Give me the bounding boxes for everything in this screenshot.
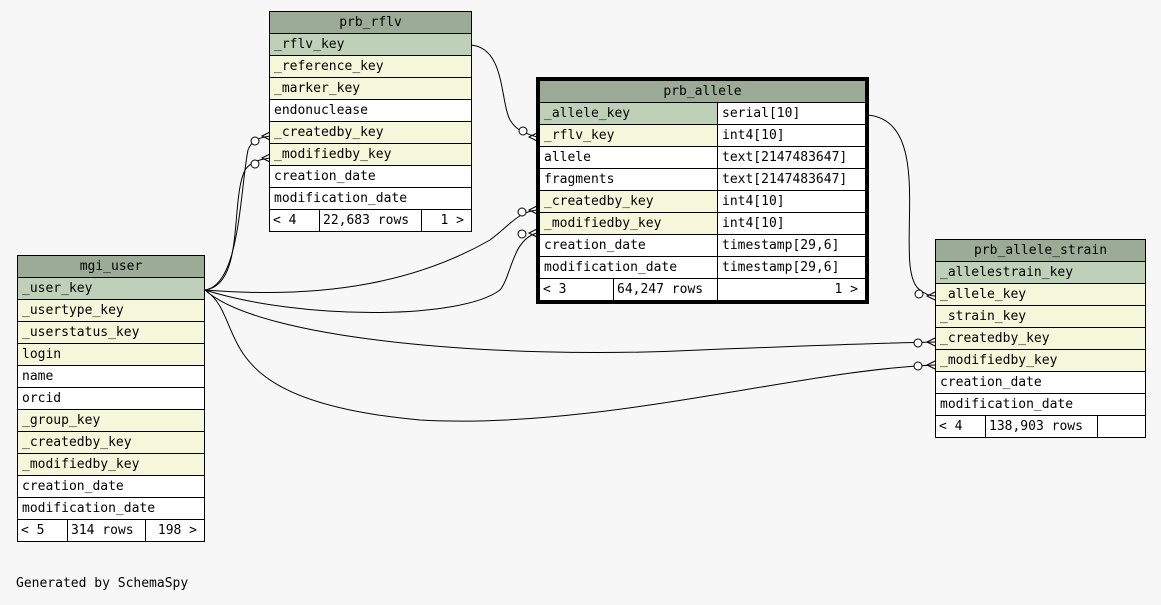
column-type: text[2147483647] xyxy=(716,168,867,191)
edge-endpoint-icon xyxy=(250,136,260,146)
crowfoot-icon xyxy=(527,205,538,215)
edge-endpoint-icon xyxy=(517,207,527,217)
children-count[interactable] xyxy=(1097,415,1146,438)
column-row[interactable]: modification_date xyxy=(268,187,473,210)
column-row[interactable]: _modifiedby_key xyxy=(268,143,473,166)
parents-count[interactable]: < 4 xyxy=(935,415,986,438)
edge-endpoint-icon xyxy=(913,338,923,348)
table-title[interactable]: prb_allele xyxy=(538,80,867,103)
column-row[interactable]: name xyxy=(16,365,206,388)
edge-endpoint-icon xyxy=(913,361,923,371)
column-row[interactable]: _reference_key xyxy=(268,55,473,78)
column-row[interactable]: creation_date xyxy=(16,475,206,498)
column-type: timestamp[29,6] xyxy=(716,256,867,279)
table-prb-rflv[interactable]: prb_rflv _rflv_key _reference_key _marke… xyxy=(268,11,473,232)
crowfoot-icon xyxy=(260,153,271,163)
edge-endpoint-icon xyxy=(250,159,260,169)
crowfoot-icon xyxy=(925,360,936,370)
column-row[interactable]: endonuclease xyxy=(268,99,473,122)
table-mgi-user[interactable]: mgi_user _user_key _usertype_key _userst… xyxy=(16,255,206,542)
column-type: timestamp[29,6] xyxy=(716,234,867,257)
column-row[interactable]: _allelestrain_key xyxy=(935,261,1146,284)
parents-count[interactable]: < 3 xyxy=(539,278,614,301)
edge-user-to-allele-createdby xyxy=(204,209,538,294)
edge-user-to-allele-modifiedby xyxy=(204,232,538,313)
parents-count[interactable]: < 4 xyxy=(269,209,320,232)
crowfoot-icon xyxy=(527,228,538,238)
column-row[interactable]: modification_date xyxy=(935,393,1146,416)
column-row[interactable]: _marker_key xyxy=(268,77,473,100)
column-type: int4[10] xyxy=(716,124,867,147)
column-row[interactable]: creation_date xyxy=(539,234,718,257)
edge-rflv-to-allele xyxy=(470,44,538,138)
column-row[interactable]: _rflv_key xyxy=(539,124,718,147)
children-count[interactable]: 1 > xyxy=(420,209,473,232)
column-row[interactable]: fragments xyxy=(539,168,718,191)
edge-user-to-strain-createdby xyxy=(204,289,936,353)
column-type: int4[10] xyxy=(716,212,867,235)
column-row[interactable]: _userstatus_key xyxy=(16,321,206,344)
column-row[interactable]: _createdby_key xyxy=(539,190,718,213)
column-row[interactable]: modification_date xyxy=(539,256,718,279)
column-type: serial[10] xyxy=(716,102,867,125)
parents-count[interactable]: < 5 xyxy=(17,519,68,542)
crowfoot-icon xyxy=(527,132,538,142)
column-row[interactable]: _rflv_key xyxy=(268,33,473,56)
crowfoot-icon xyxy=(925,291,936,301)
children-count[interactable]: 198 > xyxy=(144,519,206,542)
generated-by-footer: Generated by SchemaSpy xyxy=(16,576,189,591)
crowfoot-icon xyxy=(260,131,271,141)
column-row[interactable]: _modifiedby_key xyxy=(539,212,718,235)
row-count: 314 rows xyxy=(67,519,146,542)
column-row[interactable]: _allele_key xyxy=(539,102,718,125)
table-title[interactable]: prb_allele_strain xyxy=(935,239,1146,262)
edge-user-to-rflv-createdby xyxy=(204,135,271,291)
column-row[interactable]: _modifiedby_key xyxy=(16,453,206,476)
edge-allele-to-strain xyxy=(866,114,936,297)
column-type: text[2147483647] xyxy=(716,146,867,169)
column-row[interactable]: _user_key xyxy=(16,277,206,300)
row-count: 22,683 rows xyxy=(319,209,422,232)
edge-user-to-rflv-modifiedby xyxy=(204,157,271,291)
edge-endpoint-icon xyxy=(517,229,527,239)
column-row[interactable]: _createdby_key xyxy=(935,327,1146,350)
column-row[interactable]: _usertype_key xyxy=(16,299,206,322)
column-row[interactable]: _allele_key xyxy=(935,283,1146,306)
column-row[interactable]: login xyxy=(16,343,206,366)
column-type: int4[10] xyxy=(716,190,867,213)
column-row[interactable]: creation_date xyxy=(268,165,473,188)
column-row[interactable]: _createdby_key xyxy=(16,431,206,454)
children-count[interactable]: 1 > xyxy=(716,278,867,301)
column-row[interactable]: allele xyxy=(539,146,718,169)
table-title[interactable]: prb_rflv xyxy=(268,11,473,34)
column-row[interactable]: _modifiedby_key xyxy=(935,349,1146,372)
column-row[interactable]: orcid xyxy=(16,387,206,410)
column-row[interactable]: _strain_key xyxy=(935,305,1146,328)
edge-endpoint-icon xyxy=(518,126,528,136)
edge-user-to-strain-modifiedby xyxy=(204,289,936,422)
edge-endpoint-icon xyxy=(914,289,924,299)
column-row[interactable]: _createdby_key xyxy=(268,121,473,144)
row-count: 138,903 rows xyxy=(985,415,1098,438)
column-row[interactable]: creation_date xyxy=(935,371,1146,394)
row-count: 64,247 rows xyxy=(613,278,718,301)
table-prb-allele-strain[interactable]: prb_allele_strain _allelestrain_key _all… xyxy=(935,239,1146,438)
crowfoot-icon xyxy=(925,337,936,347)
table-title[interactable]: mgi_user xyxy=(16,255,206,278)
column-row[interactable]: modification_date xyxy=(16,497,206,520)
column-row[interactable]: _group_key xyxy=(16,409,206,432)
